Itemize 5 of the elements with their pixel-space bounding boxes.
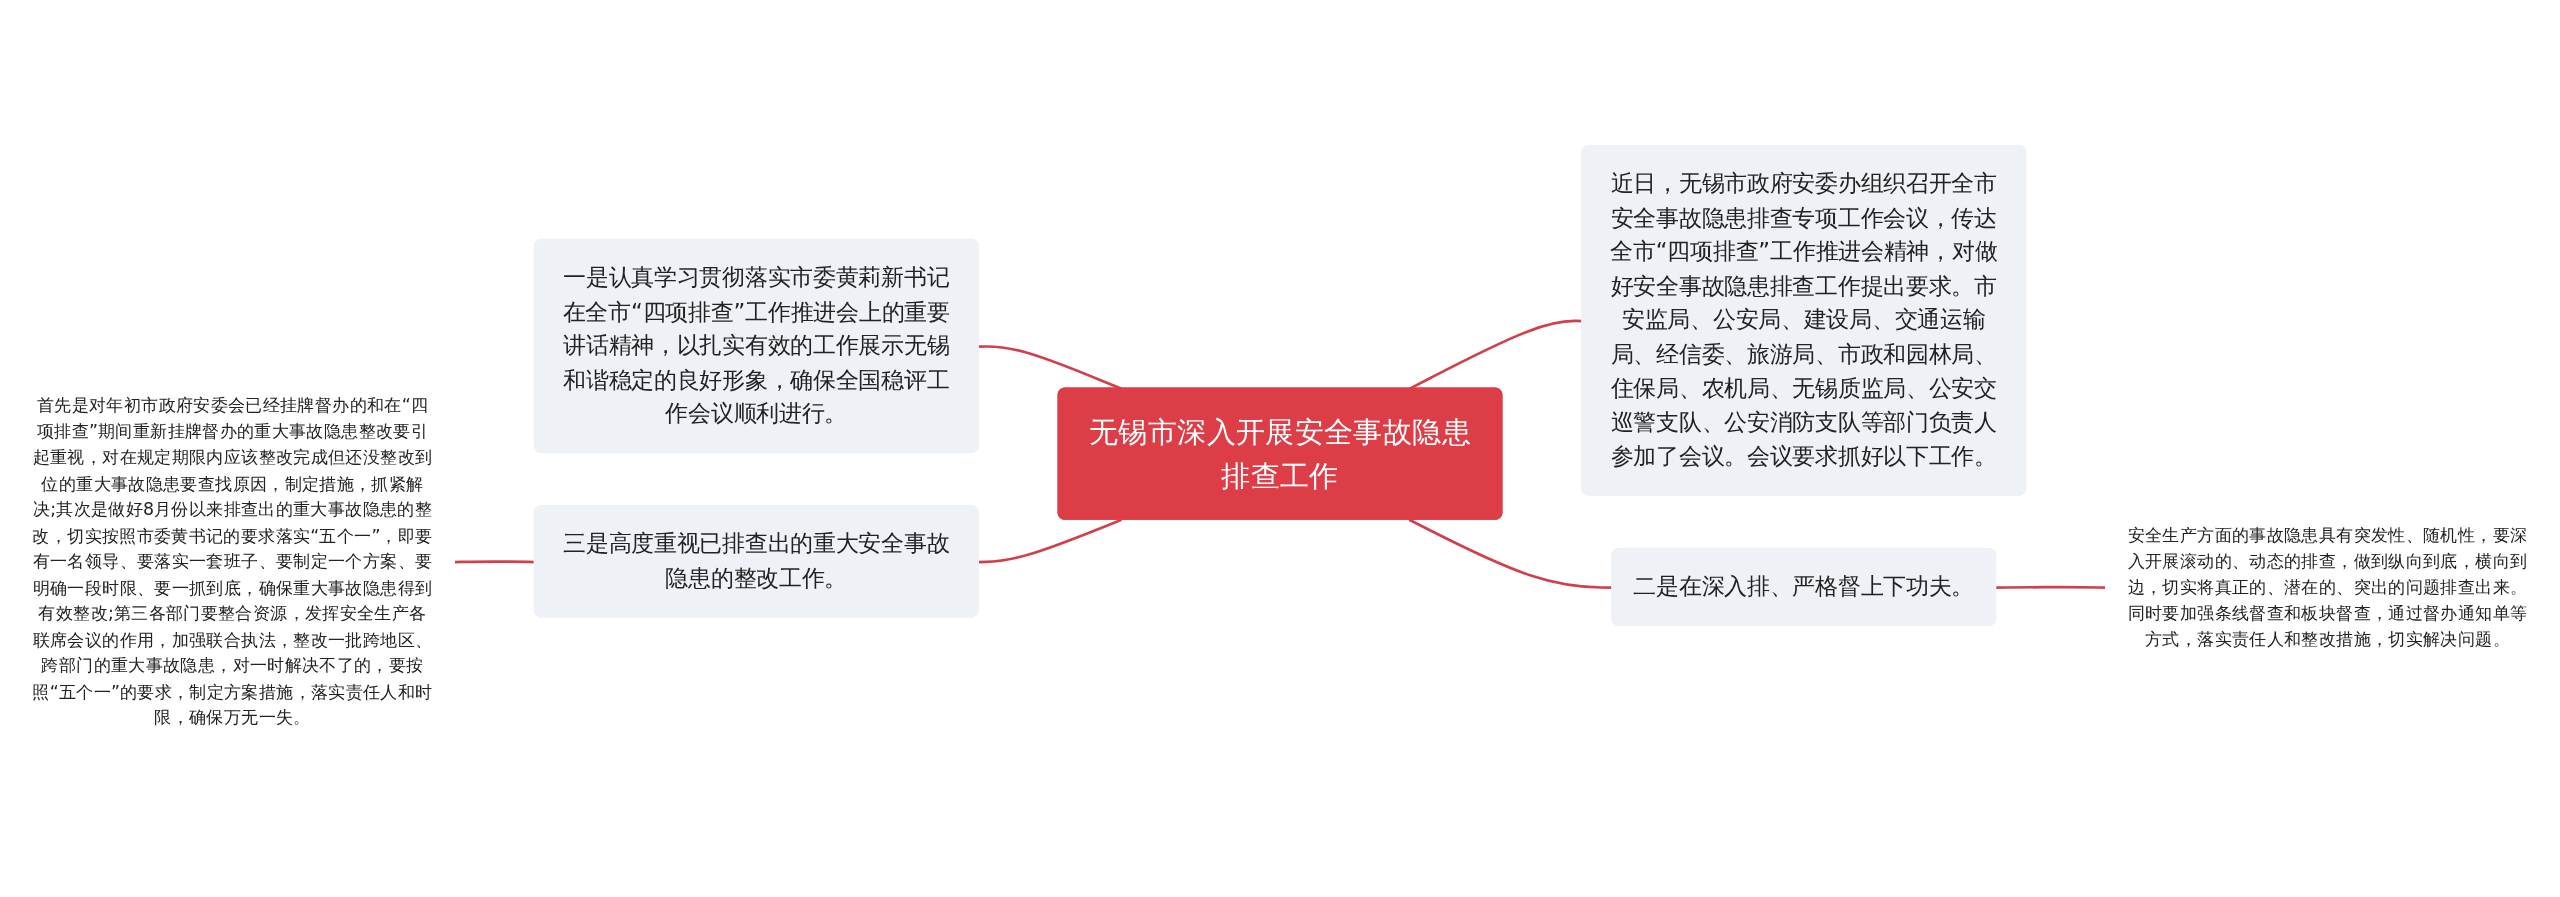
node-text: 首先是对年初市政府安委会已经挂牌督办的和在“四项排查”期间重新挂牌督办的重大事故隐患整改要引起重视，对在规定期限内应该整改完成但还没整改到位的重大事故隐患要查找原因，制定措施，抓紧解决;其次是做好8月份以来排查出的重大事故隐患的整改，切实按照市委黄书记的要求落实“五个一”，即要有一名领导、要落实一套班子、要制定一个方案、要明确一段时限、要一抓到底，确保重大事故隐患得到有效整改;第三各部门要整合资源，发挥安全生产各联席会议的作用，加强联合执法，整改一批跨地区、跨部门的重大事故隐患，对一时解决不了的，要按照“五个一”的要求，制定方案措施，落实责任人和时限，确保万无一失。 — [32, 394, 433, 727]
connector — [454, 559, 536, 563]
node-text: 安全生产方面的事故隐患具有突发性、随机性，要深入开展滚动的、动态的排查，做到纵向到底，横向到边，切实将真正的、潜在的、突出的问题排查出来。同时要加强条线督查和板块督查，通过督办通知单等方式，落实责任人和整改措施，切实解决问题。 — [2127, 524, 2528, 649]
connector — [1408, 518, 1613, 589]
connector — [978, 518, 1122, 563]
